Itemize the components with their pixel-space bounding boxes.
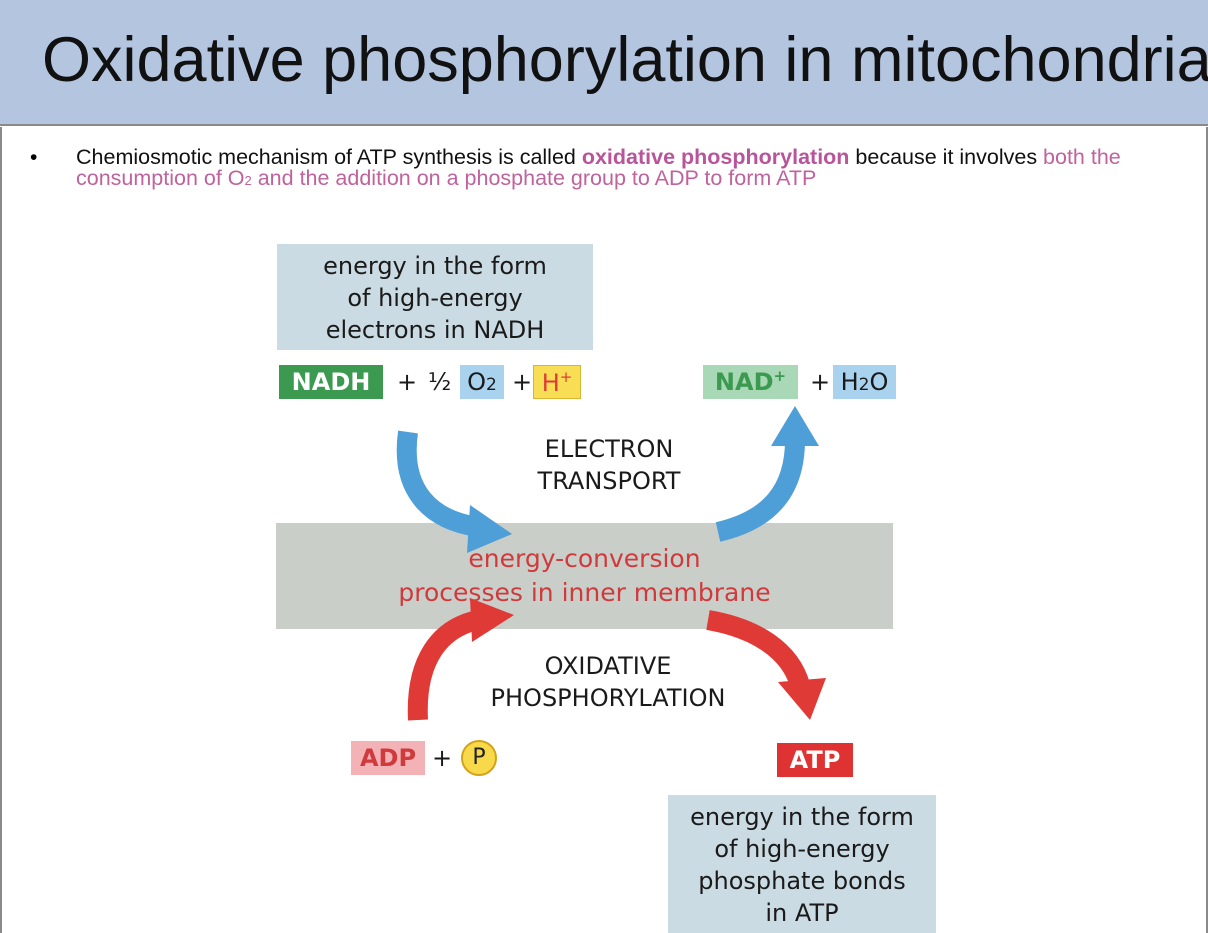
oxygen-subscript: 2: [486, 375, 497, 395]
bullet-text: Chemiosmotic mechanism of ATP synthesis …: [76, 145, 1201, 191]
phosphate-energy-line2: of high-energy: [714, 835, 890, 863]
nad-charge: +: [773, 367, 787, 385]
hydrogen-ion-text: H: [541, 369, 560, 397]
oxygen-label: O2: [460, 365, 504, 399]
bullet-text-part1: Chemiosmotic mechanism of ATP synthesis …: [76, 145, 582, 169]
bullet-pink-text-b: and the addition on a phosphate group to…: [251, 166, 817, 190]
phosphate-circle: P: [461, 740, 497, 776]
bullet-marker: •: [30, 146, 38, 169]
water-label: H2O: [833, 365, 896, 399]
adp-label: ADP: [351, 741, 425, 775]
title-bar: Oxidative phosphorylation in mitochondri…: [0, 0, 1208, 126]
slide-left-border: [0, 127, 2, 933]
blue-arrow-out: [715, 439, 805, 542]
plus-sign-1: +: [397, 368, 418, 396]
plus-sign-2: +: [512, 368, 533, 396]
bullet-pink-text-a: both the consumption of O: [76, 145, 1121, 190]
water-subscript: 2: [858, 375, 870, 395]
electron-energy-box: energy in the form of high-energy electr…: [277, 244, 593, 350]
slide-right-border: [1206, 127, 1208, 933]
inner-membrane-text: energy-conversion processes in inner mem…: [276, 542, 893, 610]
phosphate-energy-box: energy in the form of high-energy phosph…: [668, 795, 936, 933]
blue-arrow-in: [396, 430, 480, 537]
red-arrow-out-head: [778, 678, 826, 720]
hydrogen-ion-charge: +: [559, 368, 573, 386]
electron-transport-line2: TRANSPORT: [537, 467, 681, 495]
water-h-text: H: [840, 368, 859, 396]
slide-title: Oxidative phosphorylation in mitochondri…: [42, 25, 1208, 95]
inner-membrane-line2: processes in inner membrane: [398, 578, 771, 607]
hydrogen-ion-label: H+: [533, 365, 581, 399]
adp-text: ADP: [359, 744, 417, 772]
water-o-text: O: [869, 368, 889, 396]
electron-energy-line1: energy in the form: [323, 252, 547, 280]
atp-label: ATP: [777, 743, 853, 777]
plus-sign-3: +: [810, 368, 831, 396]
inner-membrane-box: energy-conversion processes in inner mem…: [276, 523, 893, 629]
inner-membrane-line1: energy-conversion: [468, 544, 701, 573]
oxidative-phosphorylation-line2: PHOSPHORYLATION: [490, 684, 726, 712]
phosphate-energy-line3: phosphate bonds: [698, 867, 906, 895]
bullet-highlight-term: oxidative phosphorylation: [581, 145, 850, 169]
atp-text: ATP: [789, 746, 841, 774]
electron-transport-line1: ELECTRON: [544, 435, 674, 463]
nad-plus-label: NAD+: [703, 365, 798, 399]
nadh-text: NADH: [291, 368, 371, 396]
bullet-o2-subscript: 2: [244, 173, 252, 188]
phosphate-energy-line4: in ATP: [765, 899, 839, 927]
bullet-text-part2: because it involves: [849, 145, 1044, 169]
adp-plus-sign: +: [432, 744, 453, 772]
oxidative-phosphorylation-line1: OXIDATIVE: [544, 652, 672, 680]
oxygen-text: O: [467, 368, 487, 396]
electron-transport-label: ELECTRON TRANSPORT: [489, 433, 729, 497]
half-fraction: ½: [428, 368, 452, 396]
oxidative-phosphorylation-label: OXIDATIVE PHOSPHORYLATION: [448, 650, 768, 714]
electron-energy-line3: electrons in NADH: [325, 316, 545, 344]
nad-text: NAD: [714, 368, 774, 396]
phosphate-energy-line1: energy in the form: [690, 803, 914, 831]
blue-arrow-out-head: [771, 406, 819, 446]
electron-energy-line2: of high-energy: [347, 284, 523, 312]
nadh-label: NADH: [279, 365, 383, 399]
